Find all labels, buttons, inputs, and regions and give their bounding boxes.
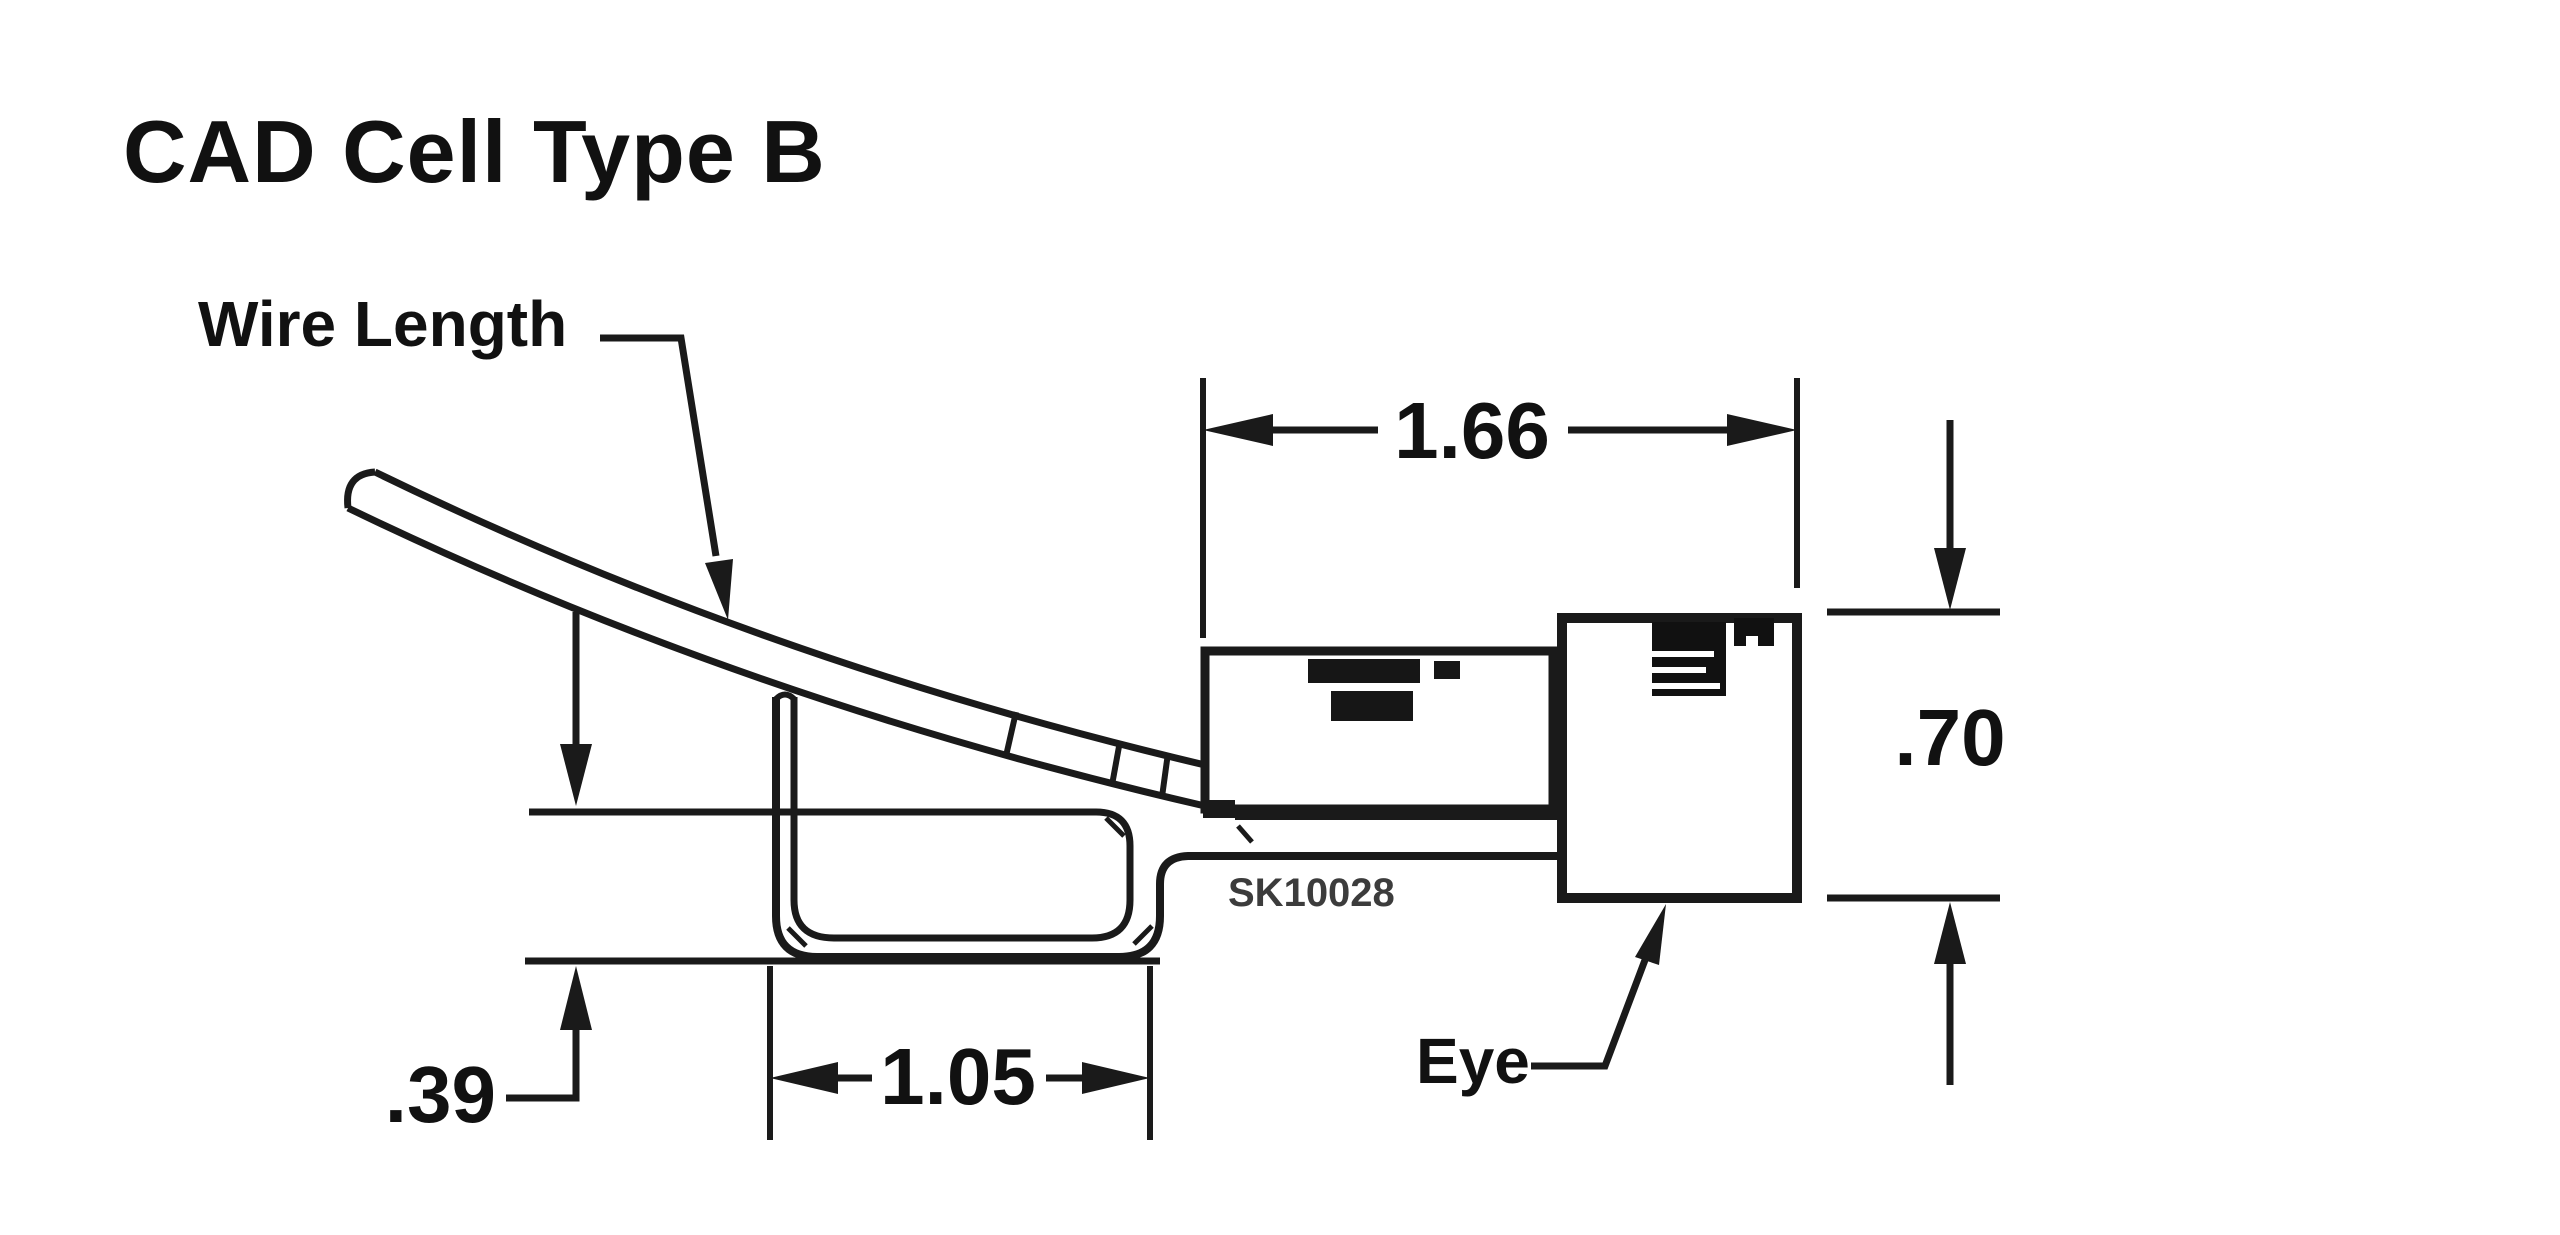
arrowhead-right-icon xyxy=(1082,1062,1150,1094)
body-marking xyxy=(1331,691,1413,721)
eye-label: Eye xyxy=(1416,1025,1530,1097)
bracket-outer-contour xyxy=(772,697,1562,961)
cell-body-outline xyxy=(1200,646,1558,814)
dimension-value-overall-width: 1.66 xyxy=(1394,386,1550,475)
mounting-bracket xyxy=(525,691,1562,965)
dimension-value-bracket-width: 1.05 xyxy=(880,1032,1036,1121)
bend-tick xyxy=(1132,924,1154,946)
eye-arrowhead-icon xyxy=(1635,904,1666,965)
arrowhead-up-icon xyxy=(1934,902,1966,964)
wire-length-leader-line xyxy=(600,334,720,557)
dimension-eye-height: .70 xyxy=(1827,420,2006,1085)
arrowhead-down-icon xyxy=(1934,548,1966,610)
bend-tick xyxy=(1104,816,1126,838)
eye-marking-notch xyxy=(1746,636,1758,646)
dimension-bracket-width: 1.05 xyxy=(767,966,1153,1140)
body-step-corner xyxy=(1203,800,1235,818)
arrowhead-left-icon xyxy=(770,1062,838,1094)
bracket-wall-cap xyxy=(773,691,797,702)
eye-marking-stripes xyxy=(1652,651,1720,689)
eye-leader-line xyxy=(1531,958,1649,1070)
arrowhead-right-icon xyxy=(1727,414,1797,446)
dimension-value-eye-height: .70 xyxy=(1894,693,2005,782)
wire-segment-tick xyxy=(1109,740,1123,786)
wire-end-cap xyxy=(344,468,376,509)
part-number-label: SK10028 xyxy=(1228,871,1395,915)
wire-segment-tick xyxy=(1159,752,1171,798)
bracket-inner-contour xyxy=(529,697,1134,942)
cell-body xyxy=(1200,646,1562,820)
arrowhead-left-icon xyxy=(1203,414,1273,446)
arrowhead-down-icon xyxy=(560,744,592,806)
body-marking xyxy=(1434,661,1460,679)
wire-length-label: Wire Length xyxy=(198,288,567,360)
wire-length-arrowhead-icon xyxy=(705,559,733,620)
wire-length-callout: Wire Length xyxy=(198,288,733,620)
dimension-bracket-depth: .39 xyxy=(385,612,592,1139)
leader-elbow-line xyxy=(506,1028,580,1102)
wire-segment-tick xyxy=(1003,711,1019,757)
body-marking xyxy=(1308,659,1420,683)
bend-tick xyxy=(1236,824,1254,844)
eye-callout: Eye xyxy=(1416,904,1666,1097)
dimension-overall-width: 1.66 xyxy=(1200,378,1800,638)
wire-bottom-edge xyxy=(346,504,1206,810)
dimension-value-bracket-depth: .39 xyxy=(385,1050,496,1139)
wire-top-edge xyxy=(373,468,1206,769)
arrowhead-up-icon xyxy=(560,966,592,1030)
eye-block xyxy=(1557,613,1802,903)
page-title: CAD Cell Type B xyxy=(123,102,826,201)
wire-strip xyxy=(344,468,1206,810)
bend-tick xyxy=(786,926,808,948)
